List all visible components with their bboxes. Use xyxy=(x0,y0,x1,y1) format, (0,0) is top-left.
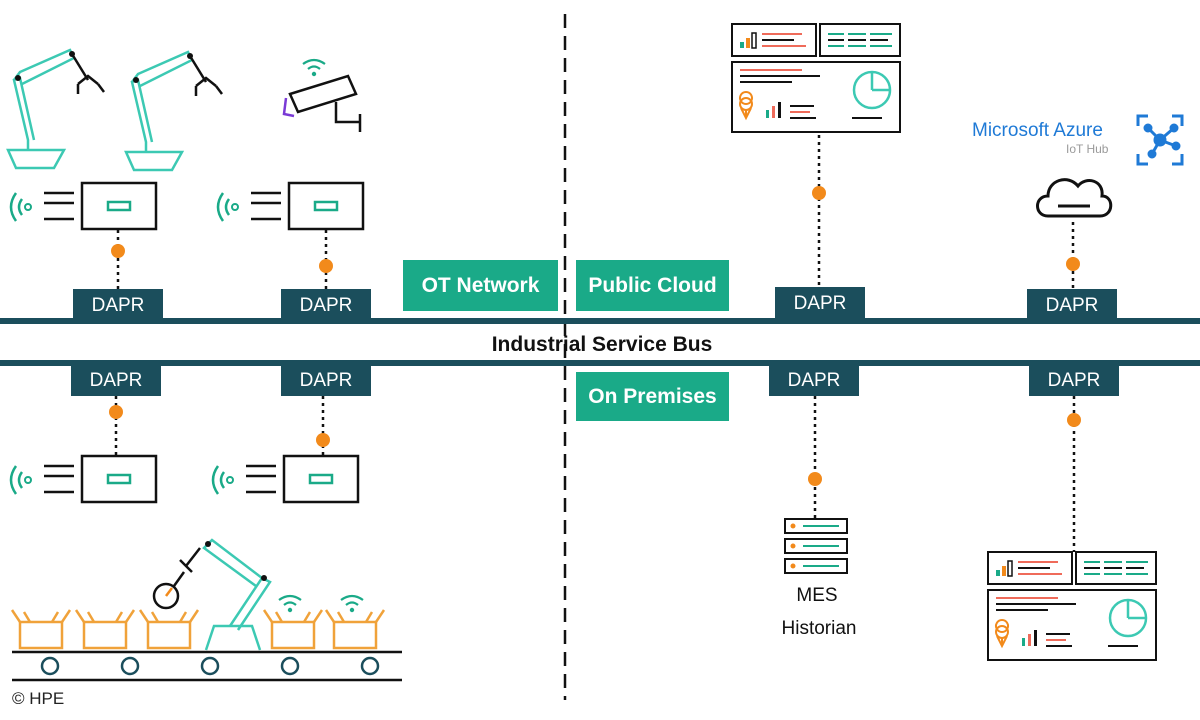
dashboard-icon xyxy=(730,22,902,134)
dapr-box-7 xyxy=(769,364,859,396)
dapr-box-5 xyxy=(71,364,161,396)
security-camera-icon xyxy=(282,58,362,132)
robot-arm-icon xyxy=(6,48,106,170)
robot-arm-icon xyxy=(124,50,224,172)
historian-label: Historian xyxy=(781,618,857,639)
bus-rail-top xyxy=(0,318,1200,324)
dapr-box-3 xyxy=(775,287,865,320)
node-dot xyxy=(1066,257,1080,271)
public-cloud-label: Public Cloud xyxy=(588,274,717,297)
public-cloud-box xyxy=(576,260,729,311)
on-premises-box xyxy=(576,372,729,421)
azure-title: Microsoft Azure xyxy=(972,120,1103,141)
bus-rail-bottom xyxy=(0,360,1200,366)
dapr-label-8: DAPR xyxy=(1047,370,1101,391)
dapr-label-2: DAPR xyxy=(299,295,353,316)
azure-subtitle: IoT Hub xyxy=(1066,142,1109,156)
dapr-label-4: DAPR xyxy=(1045,295,1099,316)
node-dot xyxy=(319,259,333,273)
cloud-icon xyxy=(1036,178,1113,218)
dapr-box-8 xyxy=(1029,364,1119,396)
copyright: © HPE xyxy=(12,689,65,708)
node-dot xyxy=(808,472,822,486)
dapr-box-1 xyxy=(73,289,163,322)
mes-label: MES xyxy=(796,585,838,606)
dapr-label-7: DAPR xyxy=(787,370,841,391)
iot-gateway-icon xyxy=(9,454,158,504)
dapr-box-2 xyxy=(281,289,371,322)
dapr-box-6 xyxy=(281,364,371,396)
server-stack-icon xyxy=(784,518,848,574)
iot-gateway-icon xyxy=(216,181,365,231)
iot-gateway-icon xyxy=(9,181,158,231)
dapr-box-4 xyxy=(1027,289,1117,322)
node-dot xyxy=(1067,413,1081,427)
conveyor-belt-icon xyxy=(10,538,402,682)
azure-iot-hub-icon xyxy=(1136,114,1184,166)
iot-gateway-icon xyxy=(211,454,360,504)
on-premises-label: On Premises xyxy=(588,385,717,408)
dapr-label-6: DAPR xyxy=(299,370,353,391)
node-dot xyxy=(812,186,826,200)
dapr-label-3: DAPR xyxy=(793,293,847,314)
node-dot xyxy=(316,433,330,447)
dapr-label-1: DAPR xyxy=(91,295,145,316)
dashboard-icon xyxy=(986,550,1158,662)
node-dot xyxy=(111,244,125,258)
node-dot xyxy=(109,405,123,419)
ot-network-label: OT Network xyxy=(421,274,540,297)
dapr-label-5: DAPR xyxy=(89,370,143,391)
ot-network-box xyxy=(403,260,558,311)
bus-label: Industrial Service Bus xyxy=(491,333,713,356)
